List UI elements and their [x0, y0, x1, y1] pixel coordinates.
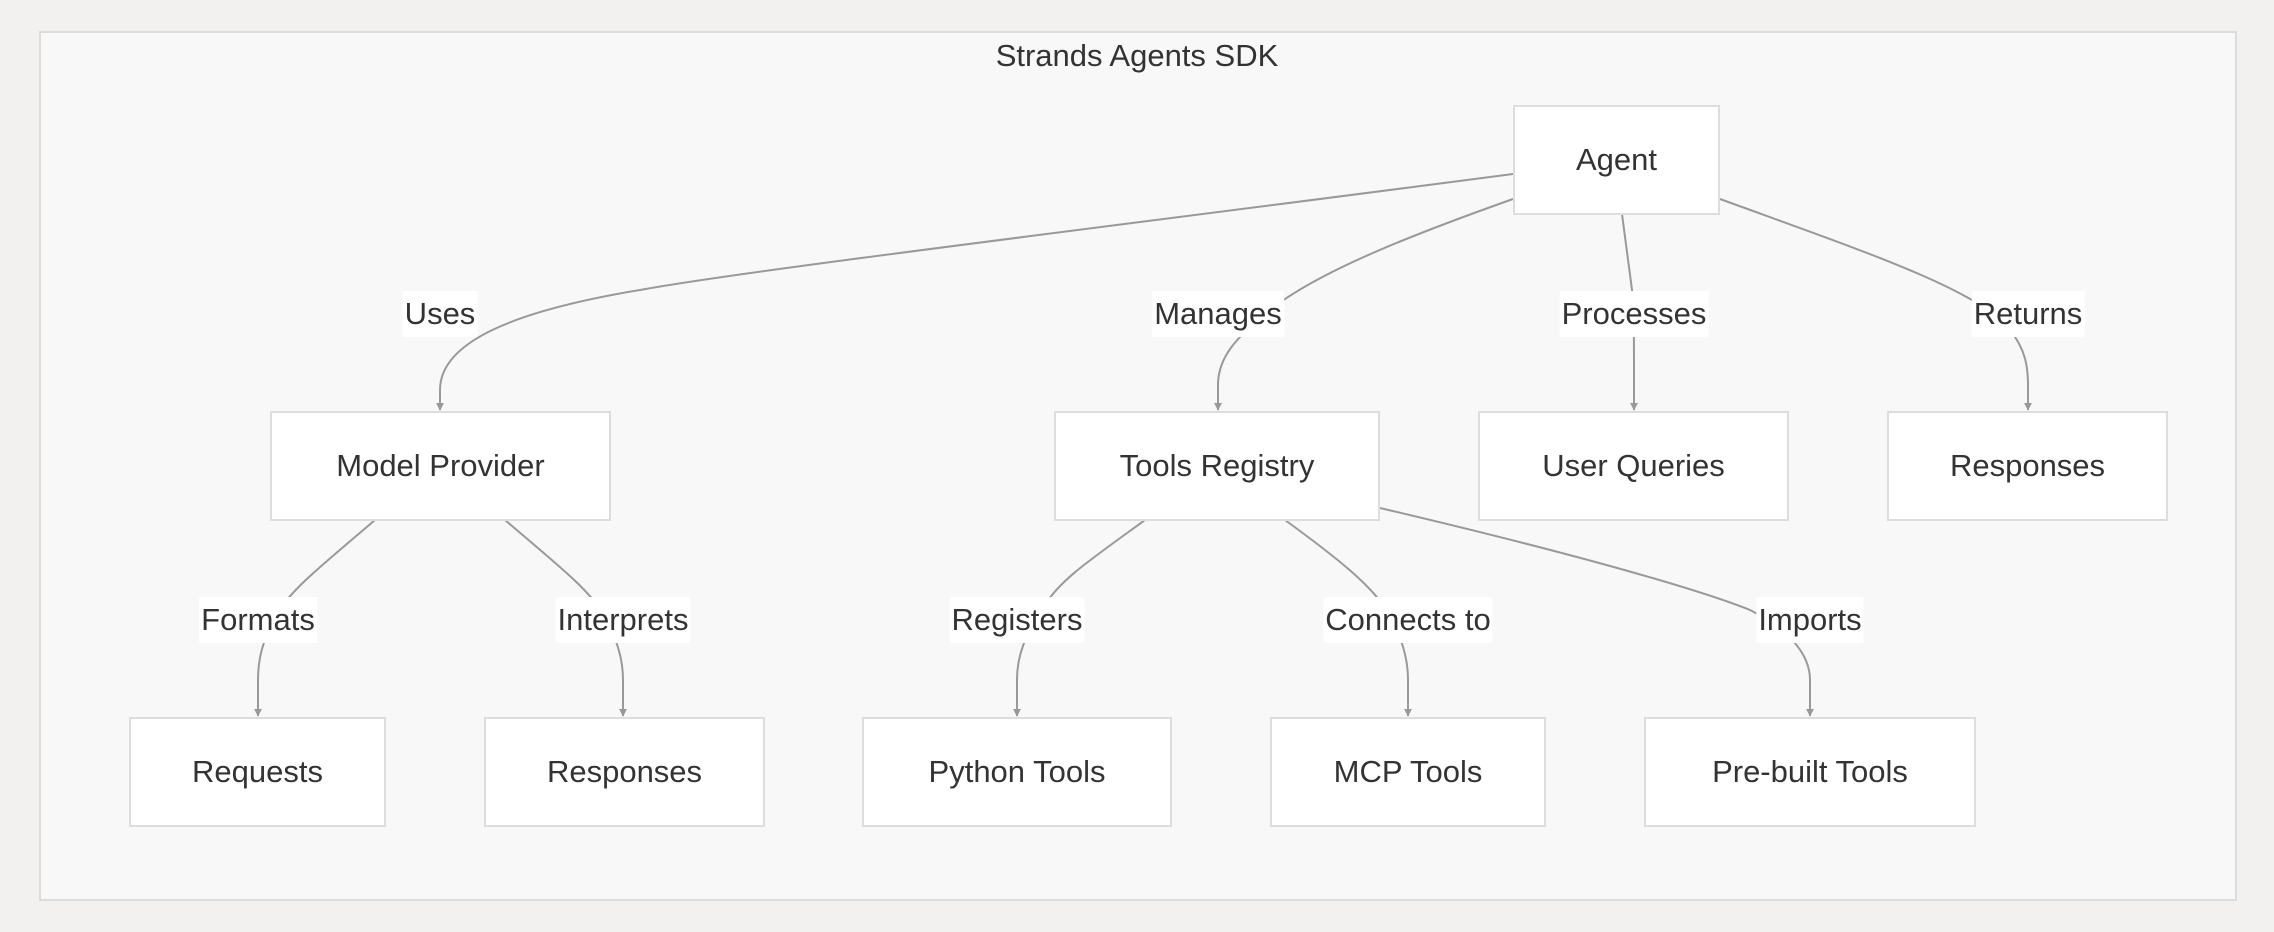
edge-label-returns: Returns [1971, 291, 2085, 337]
edge-label-processes: Processes [1559, 291, 1709, 337]
diagram-title: Strands Agents SDK [995, 38, 1279, 73]
edge-imports [1379, 507, 1814, 717]
node-responses-top: Responses [1887, 411, 2168, 521]
node-responses-bottom: Responses [484, 717, 765, 827]
edge-label-formats: Formats [199, 597, 317, 643]
node-agent: Agent [1513, 105, 1720, 215]
node-mcp-tools: MCP Tools [1270, 717, 1546, 827]
edge-label-connects-to: Connects to [1323, 597, 1493, 643]
edge-label-interprets: Interprets [555, 597, 691, 643]
node-model-provider: Model Provider [270, 411, 611, 521]
node-user-queries: User Queries [1478, 411, 1789, 521]
node-requests: Requests [129, 717, 386, 827]
edge-label-uses: Uses [402, 291, 478, 337]
edge-manages [1214, 198, 1514, 411]
edge-uses [436, 173, 1514, 411]
node-tools-registry: Tools Registry [1054, 411, 1380, 521]
node-python-tools: Python Tools [862, 717, 1172, 827]
edge-label-manages: Manages [1152, 291, 1284, 337]
edge-label-imports: Imports [1756, 597, 1864, 643]
edge-label-registers: Registers [949, 597, 1085, 643]
node-prebuilt-tools: Pre-built Tools [1644, 717, 1976, 827]
